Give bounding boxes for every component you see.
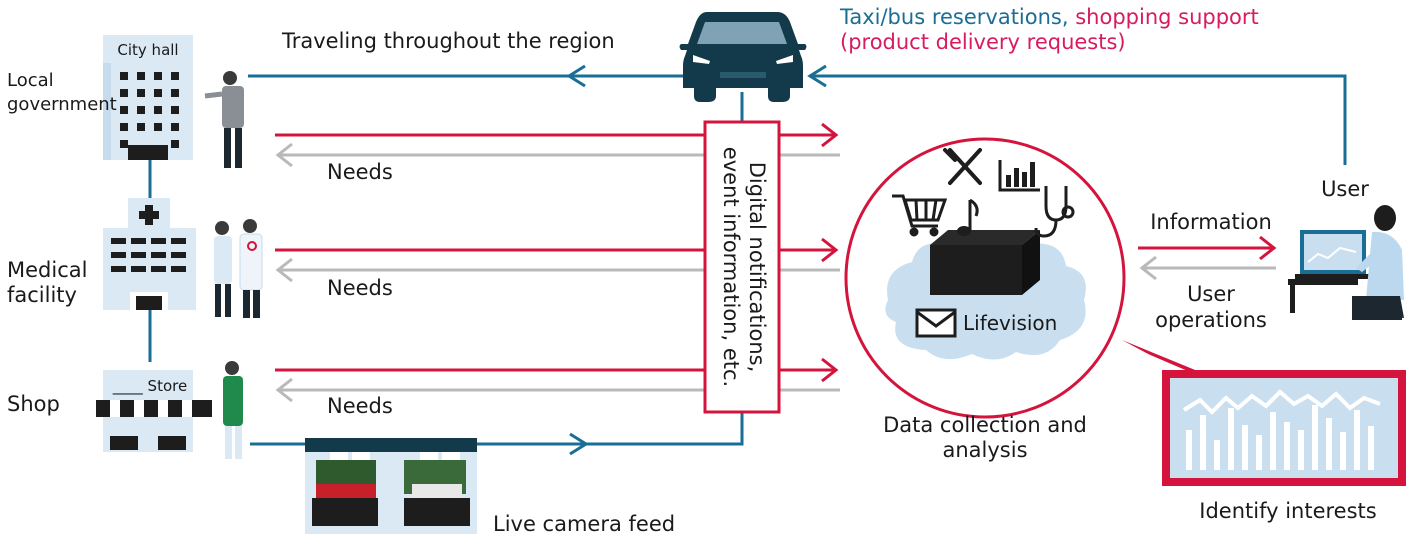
window	[154, 72, 162, 80]
interest-bar	[1312, 405, 1318, 470]
window	[171, 123, 179, 131]
identify-interests-label: Identify interests	[1199, 499, 1376, 523]
window	[120, 89, 128, 97]
lifevision-label: Lifevision	[963, 311, 1057, 335]
notifications-line-2: event information, etc.	[719, 147, 743, 387]
product-delivery-label: (product delivery requests)	[840, 30, 1126, 54]
stethoscope-icon	[1034, 186, 1075, 238]
window	[120, 140, 128, 148]
interest-bar	[1270, 412, 1276, 470]
window	[154, 89, 162, 97]
lifevision-box	[930, 230, 1040, 295]
window	[171, 89, 179, 97]
city-hall-label: City hall	[117, 41, 178, 59]
label-medical-line-1: Medical	[7, 258, 87, 282]
entrance	[128, 145, 168, 160]
user-label: User	[1321, 177, 1369, 201]
person-icon	[1352, 205, 1404, 320]
live-camera-photo	[305, 438, 477, 534]
top-flow-line	[248, 64, 1347, 165]
interest-bar	[1368, 426, 1374, 470]
window	[151, 252, 166, 258]
bar-chart-icon	[998, 160, 1040, 192]
interest-bar	[1298, 430, 1304, 470]
interest-bar	[1284, 422, 1290, 470]
storefront-icon: ____ Store	[96, 370, 212, 452]
envelope-icon	[915, 308, 957, 338]
needs-label-2: Needs	[327, 276, 393, 300]
window	[137, 106, 145, 114]
awning-stripes	[110, 400, 192, 417]
window	[137, 123, 145, 131]
data-collection-line-2: analysis	[942, 438, 1027, 462]
window	[171, 106, 179, 114]
label-medical-line-2: facility	[7, 283, 77, 307]
window	[154, 123, 162, 131]
person-icon	[204, 71, 244, 168]
car-icon	[679, 12, 807, 102]
interest-bar	[1326, 418, 1332, 470]
needs-label-1: Needs	[327, 160, 393, 184]
notifications-text: Digital notifications, event information…	[719, 147, 769, 387]
window	[171, 238, 186, 244]
callout-pointer	[1122, 340, 1200, 372]
government-windows	[120, 72, 179, 160]
interest-bar	[1242, 425, 1248, 470]
interest-bars	[1186, 405, 1374, 470]
traveling-label: Traveling throughout the region	[281, 29, 615, 53]
live-feed-line	[250, 92, 744, 456]
interest-bar	[1228, 408, 1234, 470]
window	[131, 266, 146, 272]
interest-bar	[1354, 410, 1360, 470]
live-camera-label: Live camera feed	[493, 512, 675, 536]
window	[120, 106, 128, 114]
interest-bar	[1214, 440, 1220, 470]
interest-bar	[1340, 432, 1346, 470]
label-shop: Shop	[7, 392, 60, 416]
reservations-label: Taxi/bus reservations, shopping support	[839, 5, 1259, 29]
laptop-icon	[1288, 230, 1371, 313]
window	[171, 266, 186, 272]
person-icon	[214, 219, 263, 318]
hospital-windows	[111, 238, 186, 272]
window	[131, 238, 146, 244]
window	[120, 72, 128, 80]
window	[151, 266, 166, 272]
label-local-line-1: Local	[7, 70, 54, 91]
information-label: Information	[1150, 210, 1272, 234]
user-operations-line-2: operations	[1155, 308, 1267, 332]
needs-label-3: Needs	[327, 394, 393, 418]
window	[120, 123, 128, 131]
store-sign: ____ Store	[112, 377, 187, 396]
music-note-icon	[957, 198, 979, 236]
interest-trend-line	[1182, 389, 1381, 415]
window	[171, 252, 186, 258]
shopping-cart-icon	[892, 194, 948, 237]
label-local-line-2: government	[7, 94, 117, 115]
window	[151, 238, 166, 244]
fork-knife-icon	[943, 148, 982, 185]
window	[137, 72, 145, 80]
window	[137, 89, 145, 97]
interest-bar	[1200, 415, 1206, 470]
interest-bar	[1186, 430, 1192, 470]
user-operations-line-1: User	[1187, 282, 1235, 306]
window	[111, 266, 126, 272]
window	[111, 238, 126, 244]
notifications-box	[703, 120, 781, 414]
window	[171, 140, 179, 148]
window	[111, 252, 126, 258]
notifications-line-1: Digital notifications,	[745, 162, 769, 373]
window	[171, 72, 179, 80]
window	[154, 106, 162, 114]
data-collection-line-1: Data collection and	[883, 413, 1087, 437]
callout-pointer-inner	[1134, 348, 1190, 372]
window	[131, 252, 146, 258]
person-icon	[223, 361, 243, 459]
interest-bar	[1256, 435, 1262, 470]
